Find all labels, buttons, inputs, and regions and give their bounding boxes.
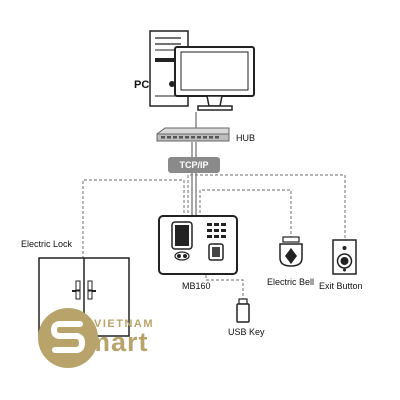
electric-lock-label: Electric Lock [21, 239, 73, 249]
hub-label: HUB [236, 133, 256, 143]
mb160-device-icon [158, 215, 238, 275]
exit-button-icon [332, 239, 357, 275]
tcpip-label: TCP/IP [179, 160, 209, 170]
usb-key-label: USB Key [228, 327, 265, 337]
hub-icon [156, 127, 230, 142]
pc-label: PC [134, 79, 150, 91]
logo-top-text: VIETNAM [94, 318, 154, 330]
exit-button-label: Exit Button [319, 281, 363, 291]
vietnam-smart-logo [38, 308, 98, 368]
tcpip-badge [168, 157, 220, 173]
electric-bell-label: Electric Bell [267, 277, 315, 287]
logo-main-text: mart [86, 327, 149, 357]
device-label: MB160 [182, 281, 211, 291]
monitor-icon [174, 46, 255, 111]
electric-bell-icon [279, 236, 303, 267]
usb-key-icon [236, 298, 250, 323]
